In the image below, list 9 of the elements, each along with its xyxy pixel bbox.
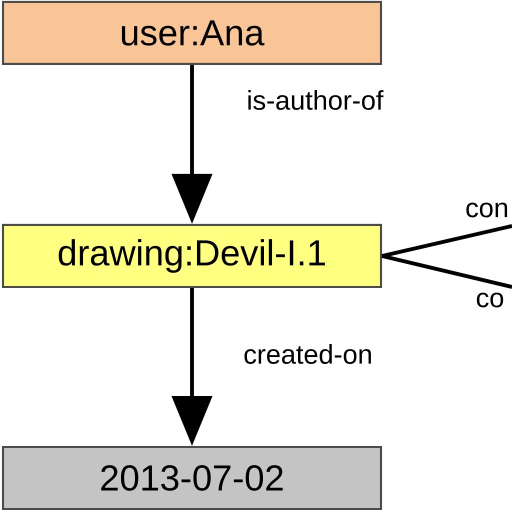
connector [382, 254, 512, 289]
edge-label: co [472, 289, 508, 311]
edge-label: con [462, 199, 512, 221]
edge-label: created-on [240, 340, 376, 368]
node-box: drawing:Devil-I.1 [2, 224, 382, 288]
node-box: user:Ana [2, 0, 382, 66]
node-box: 2013-07-02 [2, 446, 382, 510]
connector [382, 224, 512, 258]
edge-label: is-author-of [243, 86, 387, 114]
